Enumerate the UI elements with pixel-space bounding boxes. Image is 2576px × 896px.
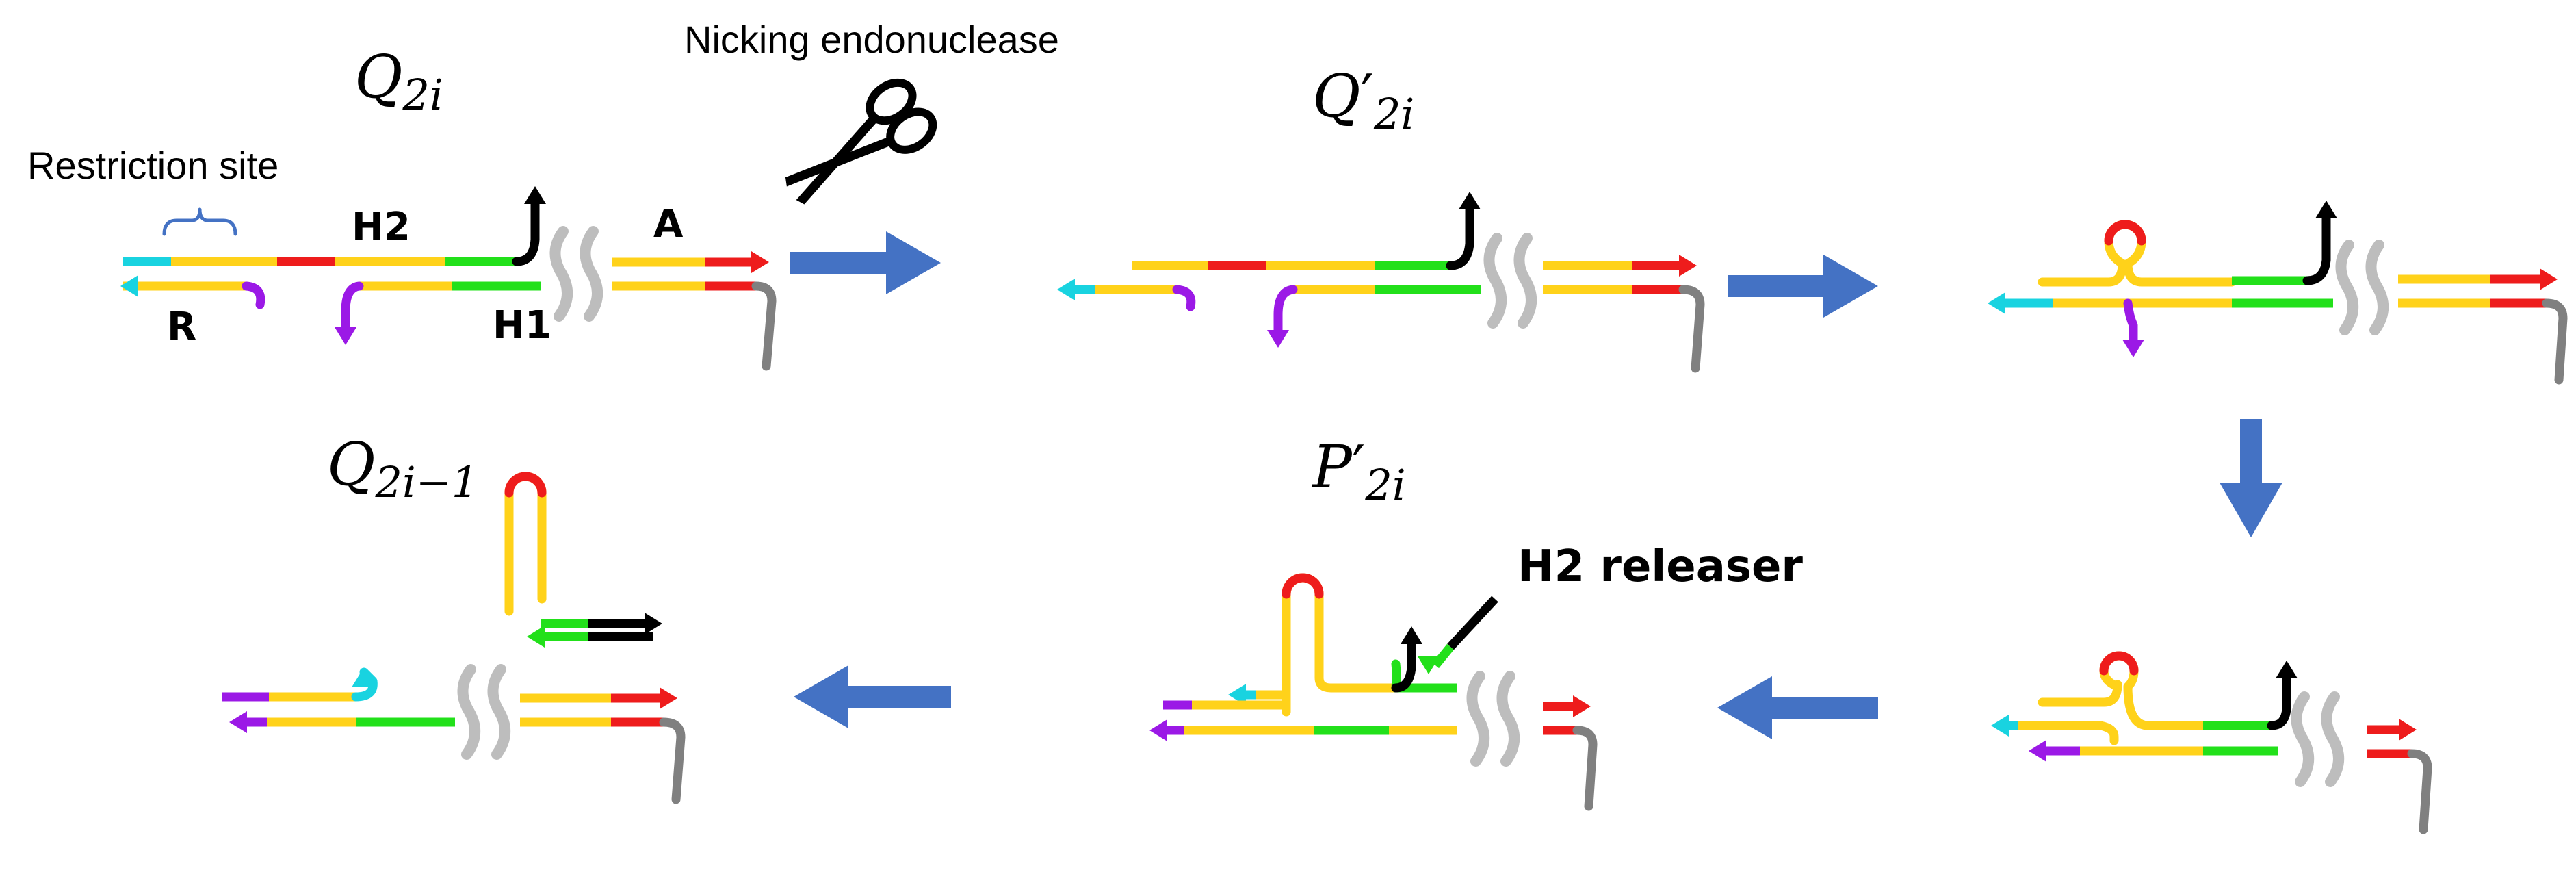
p2-r-hook: [1172, 285, 1196, 311]
flow-arrow-1: [790, 231, 941, 294]
label-q2i-prime-subscript: 2i: [1374, 89, 1415, 139]
p2-nick-hook: [1446, 201, 1474, 270]
h2-releaser-pointer-black: [1447, 596, 1498, 650]
p4-hairpin-yellow: [2038, 651, 2208, 730]
p6-hairpin-loop: [504, 472, 547, 498]
label-q2i-prime-mark: ′: [1360, 62, 1375, 131]
segment-label-h1: H1: [493, 303, 551, 348]
p2-spacer-wave-0: [1483, 233, 1507, 329]
p5-hairpin-yellow: [1282, 573, 1401, 717]
p1-h1-arrowhead: [335, 327, 356, 345]
p2-r-arrowhead: [1057, 279, 1075, 300]
label-p2i-prime-subscript: 2i: [1365, 460, 1406, 510]
p6-gray-tail: [659, 717, 686, 804]
p6-purple-arrowhead: [229, 711, 247, 733]
p4-red-arrowhead: [2399, 719, 2417, 741]
p6-a-arrowhead: [660, 687, 677, 709]
h2-releaser-arrowhead: [1418, 656, 1440, 674]
p3-spacer-wave-0: [2335, 240, 2359, 335]
p4-nick-arrowhead: [2276, 661, 2298, 678]
p3-cyan-arrowhead: [1988, 292, 2005, 314]
scissors-blade-bottom: [785, 136, 891, 187]
p4-hairpin-loop: [2099, 651, 2139, 676]
p5-gray-tail: [1572, 726, 1598, 811]
label-p2i-prime-letter: P: [1312, 433, 1352, 502]
p1-gray-tail: [751, 281, 777, 371]
p5-hairpin-loop: [1282, 573, 1324, 599]
p5-cyan-arrowhead: [1228, 684, 1246, 706]
p1-nick-hook: [512, 194, 540, 266]
p3-spacer-wave-1: [2365, 240, 2389, 335]
p2-gray-tail: [1678, 285, 1705, 373]
p5-red-arrowhead: [1573, 695, 1591, 717]
p2-nick-arrowhead: [1459, 192, 1481, 209]
label-q2i-minus-1-letter: Q: [327, 431, 376, 499]
nicking-endonuclease-label: Nicking endonuclease: [684, 18, 1059, 61]
p4-spacer-wave-0: [2291, 691, 2315, 787]
label-p2i-prime: P′2i: [1312, 438, 1406, 507]
p6-hairpin-yellow: [504, 472, 547, 616]
segment-label-h2: H2: [352, 205, 411, 249]
h2-releaser-label: H2 releaser: [1518, 541, 1803, 592]
p4-yellow-curl: [2096, 721, 2119, 745]
p4-purple-arrowhead: [2029, 740, 2046, 762]
p6-release-green-arrowhead: [527, 626, 545, 648]
p4-gray-tail: [2407, 749, 2432, 834]
p6-spacer-wave-1: [487, 664, 511, 760]
p5-nick-hook: [1391, 635, 1416, 693]
p3-purple-hook: [2123, 298, 2138, 347]
curly-brace-icon: [162, 207, 237, 236]
flow-arrow-2: [1728, 255, 1878, 318]
p6-release-arrowhead: [645, 613, 662, 635]
p5-purple-arrowhead: [1149, 719, 1167, 741]
p2-h1-hook: [1273, 285, 1298, 337]
label-q2i-subscript: 2i: [402, 70, 443, 120]
segment-label-a: A: [653, 202, 684, 246]
p3-gray-tail: [2542, 298, 2568, 385]
label-p2i-prime-mark: ′: [1351, 433, 1366, 502]
label-q2i-prime-letter: Q: [1312, 62, 1361, 131]
p1-spacer-wave-1: [580, 226, 603, 322]
p1-r-arrowhead: [120, 275, 138, 297]
segment-label-r: R: [167, 305, 197, 349]
scissors-icon: [785, 78, 937, 205]
flow-arrow-5: [794, 665, 951, 728]
p3-hairpin-loop: [2104, 220, 2146, 246]
p1-h1-hook: [341, 281, 364, 333]
p6-cyan-hook: [351, 667, 378, 702]
p6-cyan-arrowhead: [352, 669, 374, 687]
p5-spacer-wave-1: [1496, 671, 1520, 767]
restriction-site-label: Restriction site: [27, 144, 279, 187]
p4-spacer-wave-1: [2321, 691, 2345, 787]
p5-nick-arrowhead: [1401, 626, 1422, 644]
p3-purple-arrowhead: [2122, 340, 2144, 357]
p2-a-arrowhead: [1679, 255, 1697, 277]
p1-a-arrowhead: [751, 251, 769, 273]
p3-nick-arrowhead: [2315, 201, 2337, 218]
p5-spacer-wave-0: [1466, 671, 1490, 767]
p3-a-arrowhead: [2540, 268, 2558, 290]
label-q2i-letter: Q: [354, 43, 403, 112]
p2-h1-arrowhead: [1267, 330, 1289, 348]
flow-arrow-3: [2220, 419, 2282, 537]
p1-r-hook: [242, 281, 265, 309]
p1-nick-arrowhead: [524, 186, 546, 204]
p1-spacer-wave-0: [549, 226, 573, 322]
p3-nick-hook: [2302, 209, 2331, 285]
p6-spacer-wave-0: [457, 664, 481, 760]
label-q2i-minus-1-subscript: 2i−1: [375, 457, 479, 507]
p4-nick-hook: [2267, 669, 2291, 730]
p4-cyan-arrowhead: [1991, 715, 2009, 737]
label-q2i-prime: Q′2i: [1312, 67, 1414, 136]
label-q2i-minus-1: Q2i−1: [327, 435, 478, 504]
label-q2i: Q2i: [354, 48, 443, 116]
h2-releaser-pointer-green: [1431, 643, 1455, 669]
flow-arrow-4: [1717, 676, 1878, 739]
p2-spacer-wave-1: [1513, 233, 1537, 329]
scissors-handle-bottom: [886, 107, 937, 154]
